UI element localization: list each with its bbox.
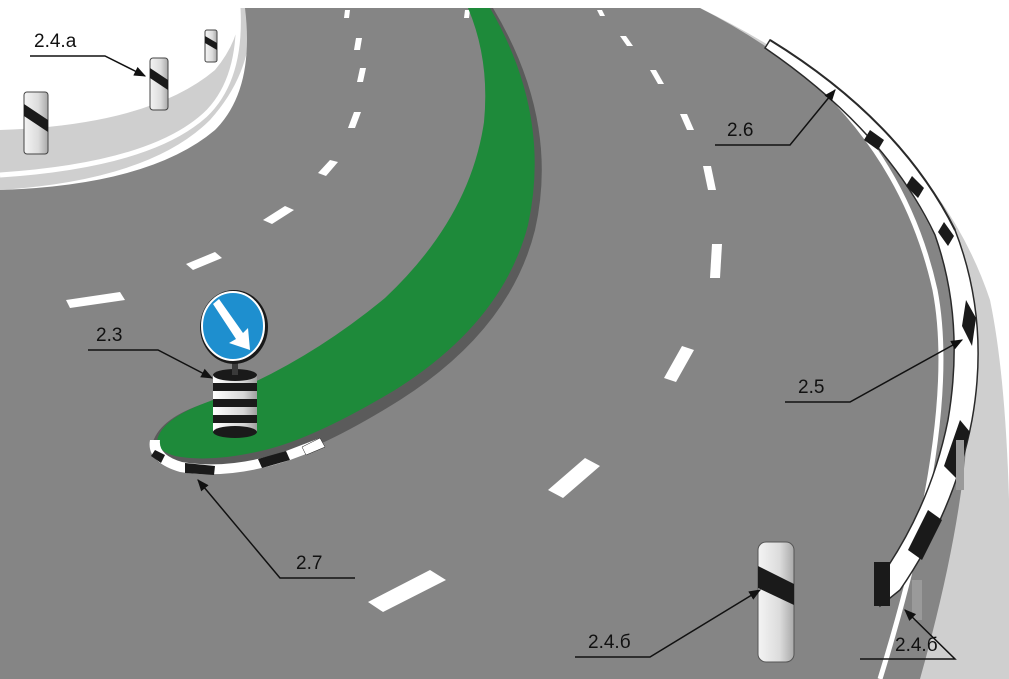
delineator-post — [150, 58, 168, 110]
label-2-5: 2.5 — [798, 377, 824, 398]
delineator-post-lower — [758, 542, 794, 662]
label-2-4a: 2.4.а — [34, 31, 77, 52]
keep-right-arrow-icon — [200, 290, 268, 364]
label-2-4b-right: 2.4.б — [895, 635, 938, 656]
label-2-3: 2.3 — [96, 325, 122, 346]
label-2-6: 2.6 — [727, 120, 753, 141]
label-2-7: 2.7 — [296, 553, 322, 574]
delineator-post — [205, 30, 217, 62]
delineator-post — [24, 92, 48, 154]
label-2-4b-left: 2.4.б — [588, 632, 631, 653]
